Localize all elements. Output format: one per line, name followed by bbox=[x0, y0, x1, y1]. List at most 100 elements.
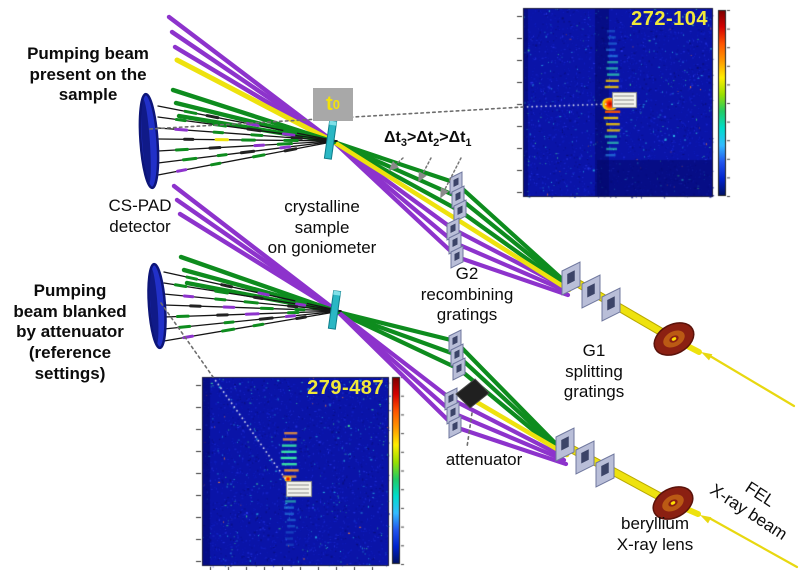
lens-hole bbox=[669, 335, 679, 343]
pulse-dash bbox=[212, 130, 225, 135]
grating-plate bbox=[452, 357, 466, 381]
pulse-dash bbox=[287, 304, 299, 309]
diffracted-beam bbox=[157, 105, 338, 142]
grating-plate bbox=[446, 217, 460, 241]
delay-arrow-line bbox=[420, 157, 432, 178]
grating-slot bbox=[448, 393, 454, 403]
grating-slot bbox=[450, 407, 456, 417]
pulse-dash bbox=[281, 132, 296, 137]
grating-plate bbox=[450, 343, 464, 367]
label-line: on goniometer bbox=[267, 238, 377, 258]
pulse-dash bbox=[223, 320, 235, 325]
label-beryllium-lens: beryllium X-ray lens bbox=[602, 514, 708, 555]
probe-beam-green bbox=[170, 87, 337, 145]
lens-ring bbox=[653, 322, 695, 356]
attenuator-plate bbox=[455, 378, 490, 409]
label-line: gratings bbox=[436, 305, 498, 325]
diffracted-beam bbox=[163, 310, 342, 318]
pulse-dash bbox=[182, 294, 195, 299]
grating-slot bbox=[454, 349, 460, 359]
pulse-dash bbox=[174, 127, 189, 132]
label-line: sample bbox=[294, 217, 350, 237]
cspad-detector bbox=[138, 92, 160, 190]
label-line: X-ray lens bbox=[616, 534, 694, 554]
pulse-dash bbox=[214, 297, 227, 302]
caption-line: by attenuator bbox=[16, 322, 124, 342]
probe-beam-green bbox=[452, 338, 562, 450]
pulse-dash bbox=[176, 168, 188, 173]
grating-face bbox=[448, 231, 462, 255]
grating-face bbox=[555, 427, 575, 462]
grating-plate bbox=[448, 329, 462, 353]
t0-subscript: 0 bbox=[332, 97, 340, 112]
lens-beam-spot bbox=[671, 337, 677, 341]
delay-arrowhead bbox=[440, 187, 449, 199]
label-line: G2 bbox=[455, 264, 479, 283]
grating-slot bbox=[450, 223, 456, 233]
diffracted-beam bbox=[163, 304, 342, 312]
grating-slot bbox=[561, 436, 569, 451]
grating-plate bbox=[451, 185, 465, 209]
diffracted-beam bbox=[157, 116, 338, 142]
label-cspad-detector: CS-PAD detector bbox=[92, 196, 188, 237]
diffracted-beam bbox=[157, 138, 338, 142]
pulse-dash bbox=[283, 129, 298, 135]
sample-crystal bbox=[323, 120, 338, 160]
pulse-dash bbox=[177, 324, 192, 329]
incoming-fel-beam bbox=[708, 354, 796, 408]
grating-plate bbox=[595, 453, 615, 488]
pump-beam-yellow bbox=[465, 394, 570, 458]
grating-plate bbox=[561, 261, 581, 296]
grating-plate bbox=[453, 199, 467, 223]
pump-beam-purple bbox=[448, 396, 565, 459]
grating-slot bbox=[601, 462, 609, 477]
main-beam-yellow bbox=[564, 443, 672, 505]
probe-beam-green bbox=[178, 254, 341, 315]
grating-plate bbox=[448, 231, 462, 255]
pulse-dash bbox=[245, 121, 260, 128]
grating-plate bbox=[449, 171, 463, 195]
label-crystalline-sample: crystalline sample on goniometer bbox=[248, 197, 396, 259]
pulse-dash bbox=[283, 147, 298, 153]
grating-face bbox=[452, 357, 466, 381]
crystalline-sample bbox=[323, 120, 338, 160]
grating-face bbox=[446, 401, 460, 425]
label-line: detector bbox=[109, 216, 171, 236]
diffracted-beam bbox=[157, 140, 338, 164]
caption-line: Pumping beam bbox=[27, 44, 149, 63]
detector-image-reference bbox=[194, 374, 410, 570]
grating-slot bbox=[452, 335, 458, 345]
pulse-dash bbox=[216, 153, 228, 158]
grating-plate bbox=[444, 387, 458, 411]
label-fel-beam: FEL X-ray beam bbox=[696, 456, 800, 552]
grating-slot bbox=[452, 421, 458, 431]
sample-crystal-top bbox=[333, 290, 341, 296]
label-line: attenuator bbox=[445, 450, 523, 469]
main-beam-yellow bbox=[570, 277, 674, 341]
timing-dotted-line bbox=[160, 302, 214, 378]
grating-face bbox=[444, 387, 458, 411]
caption-line: (reference bbox=[28, 343, 112, 363]
grating-plate bbox=[575, 440, 595, 475]
pulse-dash bbox=[295, 299, 307, 305]
grating-slot bbox=[455, 191, 461, 201]
delay-arrowhead bbox=[418, 171, 427, 183]
pulse-dash bbox=[181, 156, 198, 162]
pump-beam-purple bbox=[172, 44, 337, 145]
pulse-dash bbox=[212, 123, 228, 128]
label-line: crystalline bbox=[284, 197, 360, 216]
caption-line: beam blanked bbox=[13, 301, 127, 321]
grating-face bbox=[449, 171, 463, 195]
delay-arrowhead bbox=[388, 160, 399, 172]
label-attenuator: attenuator bbox=[433, 450, 535, 471]
pulse-dash bbox=[276, 142, 294, 146]
grating-plate bbox=[601, 287, 621, 322]
pulse-dash bbox=[252, 322, 265, 328]
pulse-dash bbox=[295, 302, 307, 307]
caption-line: present on the bbox=[29, 64, 147, 84]
probe-beam-green bbox=[176, 113, 337, 145]
pulse-dash bbox=[284, 314, 297, 319]
lens-hole bbox=[668, 499, 678, 507]
